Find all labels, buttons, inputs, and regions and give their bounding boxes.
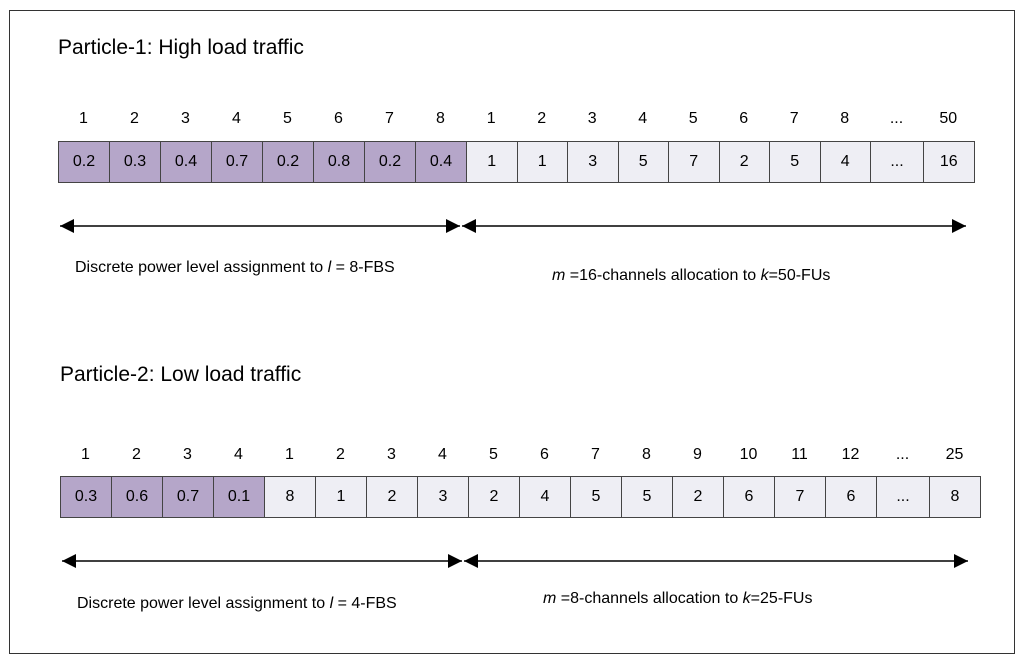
power-index-label: 3 [181,110,190,127]
caption-text: =16-channels allocation to [565,267,761,284]
power-index-label: 3 [183,446,192,463]
channel-index-label: ... [895,446,910,463]
power-index-label: 2 [132,446,141,463]
channel-index-label: 7 [789,110,799,127]
channel-index-label: 3 [587,110,597,127]
channel-gene-cell: 6 [825,476,877,518]
channel-gene-cell: 5 [617,141,669,183]
power-gene-cell: 0.3 [109,141,161,183]
caption-text: =25-FUs [750,590,813,607]
channel-index-label: 2 [336,446,345,463]
power-gene-cell: 0.6 [111,476,163,518]
particle-1-channel-caption: m =16-channels allocation to k=50-FUs [552,267,830,285]
power-index-label: 4 [232,110,241,127]
channel-gene-cell: 5 [769,141,821,183]
channel-gene-cell: ... [876,476,930,518]
caption-variable: l [327,259,332,276]
channel-gene-cell: 2 [718,141,770,183]
channel-gene-cell: 2 [468,476,520,518]
channel-gene-cell: 7 [774,476,826,518]
channel-gene-cell: 5 [570,476,622,518]
channel-index-label: 5 [688,110,698,127]
channel-index-label: 1 [486,110,496,127]
power-index-label: 4 [234,446,243,463]
power-index-label: 7 [385,110,394,127]
power-gene-cell: 0.2 [262,141,314,183]
channel-index-label: ... [889,110,904,127]
channel-index-label: 3 [387,446,396,463]
channel-gene-cell: 4 [819,141,871,183]
channel-gene-cell: 3 [417,476,469,518]
channel-index-label: 25 [945,446,964,463]
particle-2-channel-caption: m =8-channels allocation to k=25-FUs [543,590,812,608]
channel-gene-cell: 6 [723,476,775,518]
channel-index-label: 7 [591,446,600,463]
particle-2-power-caption: Discrete power level assignment to l = 4… [77,595,397,613]
channel-index-label: 1 [285,446,294,463]
power-gene-cell: 0.4 [415,141,467,183]
channel-gene-cell: 7 [668,141,720,183]
channel-index-label: 6 [540,446,549,463]
power-gene-cell: 0.7 [211,141,263,183]
channel-index-label: 12 [841,446,860,463]
channel-index-label: 4 [438,446,447,463]
power-index-label: 1 [79,110,88,127]
power-index-label: 1 [81,446,90,463]
channel-index-label: 10 [739,446,758,463]
channel-index-label: 8 [642,446,651,463]
power-gene-cell: 0.1 [213,476,265,518]
channel-index-label: 9 [693,446,702,463]
caption-text: =8-channels allocation to [556,590,743,607]
channel-gene-cell: 2 [672,476,724,518]
power-index-label: 2 [130,110,139,127]
power-index-label: 5 [283,110,292,127]
diagram-frame [9,10,1015,654]
particle-2-title: Particle-2: Low load traffic [60,363,302,386]
channel-index-label: 4 [638,110,648,127]
caption-text: =50-FUs [768,267,831,284]
caption-variable: m [543,590,557,607]
caption-text: Discrete power level assignment to [75,259,328,276]
caption-variable: m [552,267,566,284]
channel-index-label: 11 [791,446,808,463]
channel-index-label: 6 [739,110,749,127]
particle-1-title: Particle-1: High load traffic [58,36,304,59]
channel-gene-cell: 8 [929,476,981,518]
caption-text: = 8-FBS [331,259,395,276]
particle-1-power-caption: Discrete power level assignment to l = 8… [75,259,395,277]
channel-index-label: 2 [537,110,547,127]
caption-variable: k [760,267,769,284]
caption-variable: k [742,590,751,607]
channel-gene-cell: 1 [516,141,568,183]
power-gene-cell: 0.3 [60,476,112,518]
particle-1-index-row: 1 2 3 4 5 6 7 8 1 2 3 4 5 6 7 8... 50 [58,110,974,128]
caption-text: = 4-FBS [333,595,397,612]
channel-index-label: 8 [840,110,850,127]
power-gene-cell: 0.2 [364,141,416,183]
power-index-label: 8 [436,110,445,127]
power-index-label: 6 [334,110,343,127]
power-gene-cell: 0.4 [160,141,212,183]
channel-index-label: 50 [939,110,958,127]
caption-text: Discrete power level assignment to [77,595,330,612]
channel-gene-cell: 16 [923,141,975,183]
channel-gene-cell: 5 [621,476,673,518]
caption-variable: l [329,595,334,612]
channel-index-label: 5 [489,446,498,463]
power-gene-cell: 0.2 [58,141,110,183]
power-gene-cell: 0.8 [313,141,365,183]
